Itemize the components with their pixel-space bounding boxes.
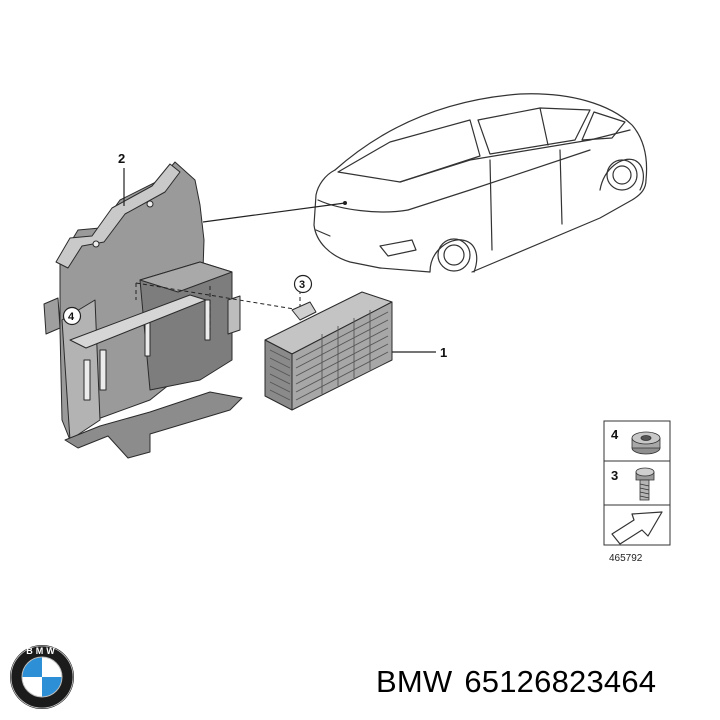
- legend-item-4-label: 4: [611, 427, 619, 442]
- caption-part-number: 65126823464: [464, 664, 657, 699]
- diagram-number: 465792: [609, 553, 643, 564]
- fastener-legend: 4 3 465792: [603, 420, 671, 564]
- leader-dot-car: [343, 201, 347, 205]
- leader-line-car: [202, 202, 346, 223]
- direction-arrow-icon: [611, 511, 663, 545]
- callout-2: 2: [118, 151, 125, 166]
- control-module-part-1: [264, 291, 393, 411]
- bracket-part-2: [43, 161, 243, 459]
- callout-3-circle: 3: [293, 274, 313, 294]
- bolt-icon: [635, 467, 655, 501]
- caption-brand: BMW: [376, 664, 453, 699]
- legend-item-3-label: 3: [611, 468, 618, 483]
- callout-1: 1: [440, 345, 447, 360]
- logo-lettering: BMW: [26, 646, 58, 656]
- part-caption: BMW 65126823464: [376, 664, 668, 700]
- nut-icon: [631, 431, 661, 455]
- car-illustration: [313, 93, 648, 273]
- callout-3: 3: [299, 279, 305, 291]
- callout-4: 4: [68, 311, 75, 323]
- callout-4-circle: 4: [62, 306, 82, 326]
- bmw-logo: BMW: [10, 645, 74, 709]
